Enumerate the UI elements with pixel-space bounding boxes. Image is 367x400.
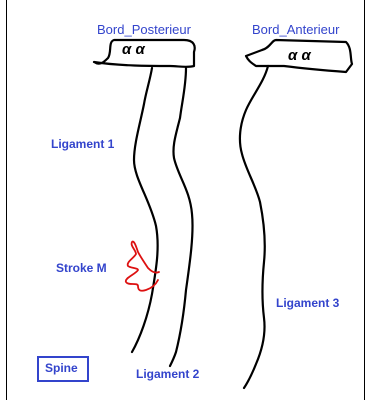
stroke-m-label: Stroke M bbox=[56, 262, 107, 274]
ligament-2-label: Ligament 2 bbox=[136, 368, 199, 380]
spine-label: Spine bbox=[45, 362, 78, 374]
ligament-1-line bbox=[132, 68, 158, 352]
posterior-handwriting: α α bbox=[122, 42, 145, 57]
ligament-3-line bbox=[240, 66, 268, 388]
ligament-3-label: Ligament 3 bbox=[276, 297, 339, 309]
anterior-handwriting: α α bbox=[288, 48, 311, 63]
ligament-1-label: Ligament 1 bbox=[51, 138, 114, 150]
bord-anterieur-label: Bord_Anterieur bbox=[252, 23, 339, 36]
bord-posterieur-label: Bord_Posterieur bbox=[97, 23, 191, 36]
ligament-2-line bbox=[170, 68, 193, 366]
